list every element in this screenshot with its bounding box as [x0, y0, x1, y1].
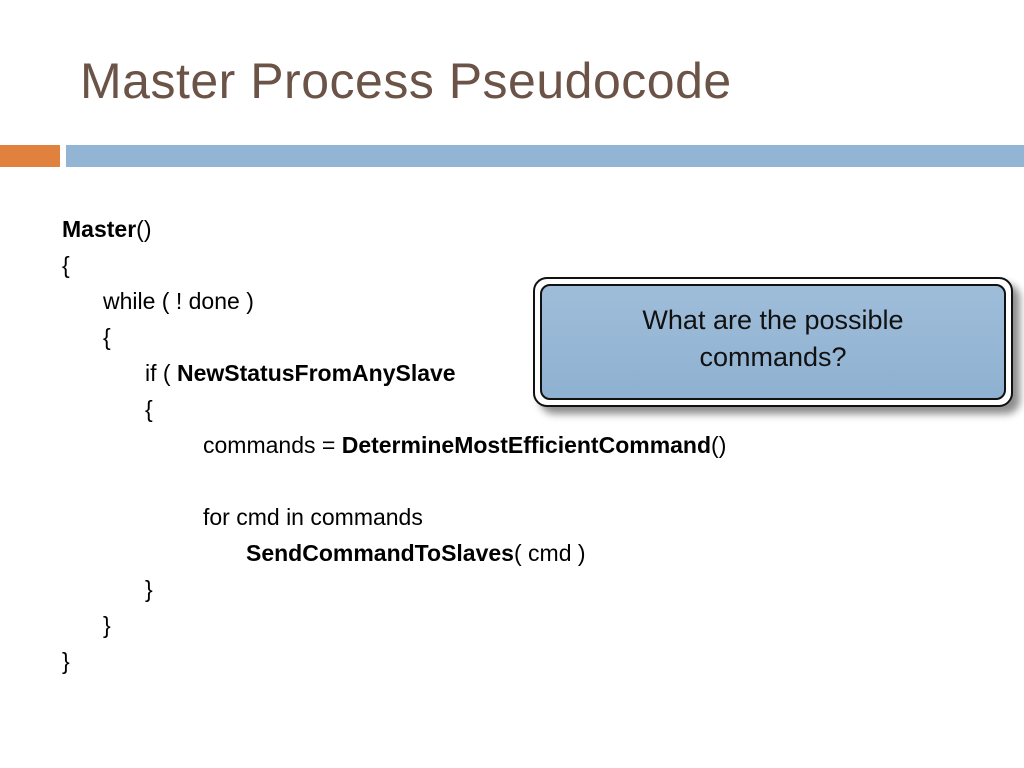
callout-box: What are the possible commands? [533, 277, 1013, 407]
code-line-while: while ( ! done ) [103, 288, 254, 314]
accent-bar-blue [66, 145, 1024, 167]
send-suffix: ( cmd ) [513, 540, 586, 566]
code-line-close-brace-while: } [103, 612, 111, 638]
code-line-close-brace-if: } [145, 576, 153, 602]
code-line-open-brace-if: { [145, 396, 153, 422]
slide-title: Master Process Pseudocode [80, 53, 732, 109]
code-blank-line [62, 463, 726, 499]
code-line-if: if ( NewStatusFromAnySlave [62, 355, 726, 391]
code-line-send: SendCommandToSlaves( cmd ) [62, 535, 726, 571]
function-determine-command: DetermineMostEfficientCommand [341, 432, 712, 458]
assign-suffix: () [711, 432, 727, 458]
code-line-close-brace-master: } [62, 648, 70, 674]
code-line-open-brace-while: { [103, 324, 111, 350]
pseudocode-block: Master() { while ( ! done ) { if ( NewSt… [62, 211, 726, 679]
if-prefix: if ( [145, 360, 177, 386]
function-master: Master [62, 216, 137, 242]
callout-line-2: commands? [699, 342, 847, 372]
function-send-command: SendCommandToSlaves [246, 540, 514, 566]
function-new-status: NewStatusFromAnySlave [176, 360, 456, 386]
parens: () [136, 216, 152, 242]
code-line-for: for cmd in commands [203, 504, 423, 530]
callout-inner: What are the possible commands? [540, 284, 1006, 400]
code-line-master: Master() [62, 211, 726, 247]
assign-prefix: commands = [203, 432, 342, 458]
code-line-open-brace: { [62, 252, 70, 278]
accent-bar-orange [0, 145, 60, 167]
code-line-assign: commands = DetermineMostEfficientCommand… [62, 427, 726, 463]
callout-line-1: What are the possible [642, 305, 904, 335]
